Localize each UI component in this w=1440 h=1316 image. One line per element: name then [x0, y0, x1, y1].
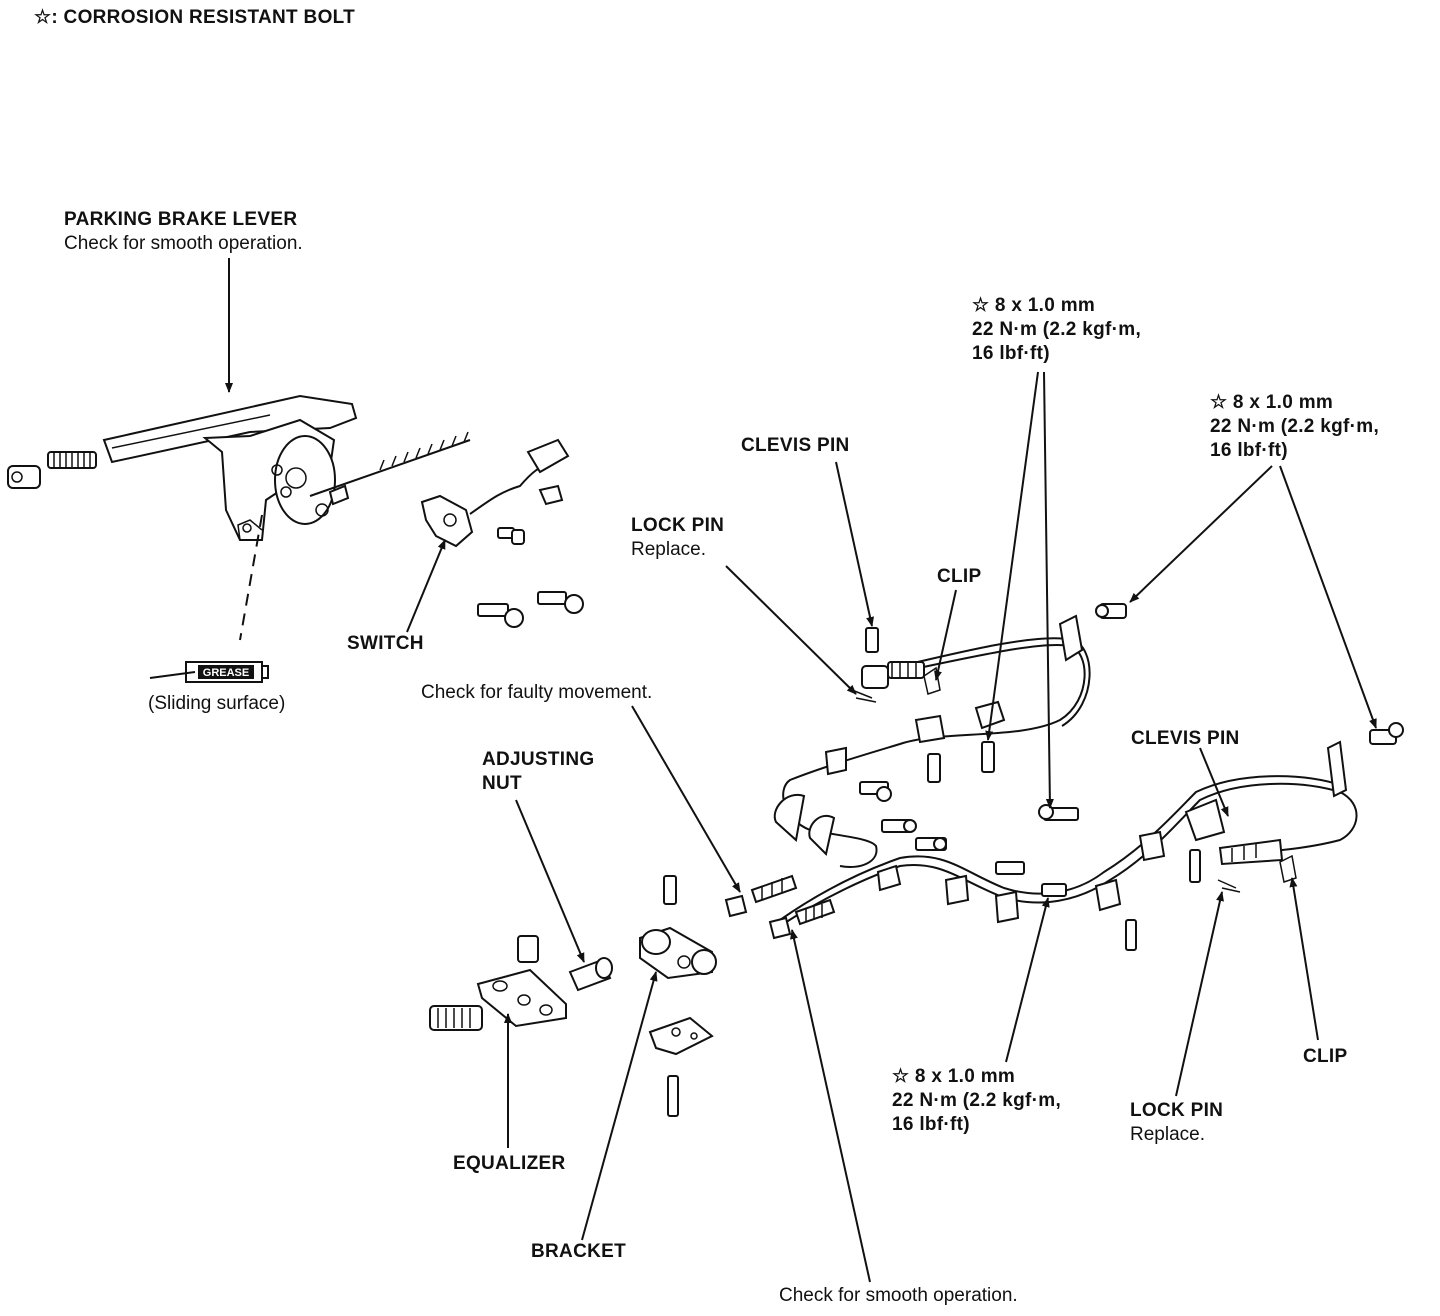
torque-value: 22 N·m (2.2 kgf·m, [892, 1090, 1062, 1111]
grease-text: GREASE [203, 667, 249, 679]
bolt-icon [995, 861, 1025, 875]
torque-spec-top: ☆ 8 x 1.0 mm 22 N·m (2.2 kgf·m, 16 lbf·f… [972, 294, 1141, 366]
torque-value: 22 N·m (2.2 kgf·m, [1210, 416, 1380, 437]
parking-brake-lever-note: Check for smooth operation. [64, 233, 303, 254]
torque-spec-bottom: ☆ 8 x 1.0 mm 22 N·m (2.2 kgf·m, 16 lbf·f… [892, 1065, 1061, 1137]
lock-pin-top-title: LOCK PIN [631, 515, 725, 536]
clip-bottom-label: CLIP [1303, 1046, 1348, 1067]
bracket [639, 875, 717, 1117]
parking-brake-lever-label: PARKING BRAKE LEVER Check for smooth ope… [64, 208, 303, 256]
torque-value: 22 N·m (2.2 kgf·m, [972, 319, 1142, 340]
sliding-surface-label: (Sliding surface) [148, 693, 286, 714]
bolt-icon [1125, 919, 1137, 951]
clevis-pin-right-label: CLEVIS PIN [1131, 728, 1240, 749]
lock-pin-top-note: Replace. [631, 539, 706, 560]
parking-brake-cable-upper [773, 614, 1091, 868]
equalizer-label: EQUALIZER [453, 1153, 566, 1174]
torque-size: ☆ 8 x 1.0 mm [892, 1066, 1016, 1087]
bracket-label: BRACKET [531, 1241, 626, 1262]
bolt-icon [1095, 603, 1127, 619]
bolt-icon [915, 837, 947, 851]
lock-pin-bottom-note: Replace. [1130, 1124, 1205, 1145]
lock-pin-icon [851, 689, 877, 703]
parking-brake-switch [420, 438, 570, 548]
star-icon: ☆ [34, 7, 52, 28]
lock-pin-top-label: LOCK PIN Replace. [631, 514, 724, 562]
bolt-icon [477, 603, 524, 628]
adjusting-nut [568, 957, 613, 992]
legend: ☆: CORROSION RESISTANT BOLT [34, 6, 355, 30]
check-smooth-bottom-label: Check for smooth operation. [779, 1285, 1018, 1306]
bolt-icon [1041, 883, 1067, 897]
legend-text: : CORROSION RESISTANT BOLT [51, 7, 356, 28]
bolt-icon [881, 819, 917, 833]
parking-brake-cable-lower [724, 740, 1358, 940]
clevis-pin-top-label: CLEVIS PIN [741, 435, 850, 456]
torque-imperial: 16 lbf·ft) [892, 1114, 970, 1135]
parking-brake-lever-title: PARKING BRAKE LEVER [64, 209, 298, 230]
adjusting-nut-line2: NUT [482, 773, 522, 794]
grease-tube-icon: GREASE [149, 661, 269, 683]
torque-imperial: 16 lbf·ft) [1210, 440, 1288, 461]
torque-size: ☆ 8 x 1.0 mm [972, 295, 1096, 316]
switch-label: SWITCH [347, 633, 424, 654]
bolt-icon [1038, 804, 1079, 821]
adjusting-nut-line1: ADJUSTING [482, 749, 595, 770]
torque-imperial: 16 lbf·ft) [972, 343, 1050, 364]
lock-pin-bottom-title: LOCK PIN [1130, 1100, 1224, 1121]
equalizer [429, 935, 567, 1031]
torque-size: ☆ 8 x 1.0 mm [1210, 392, 1334, 413]
adjusting-nut-label: ADJUSTING NUT [482, 748, 595, 796]
check-faulty-label: Check for faulty movement. [421, 682, 653, 703]
bolt-icon [865, 627, 879, 653]
bolt-icon [537, 591, 584, 614]
lock-pin-bottom-label: LOCK PIN Replace. [1130, 1099, 1223, 1147]
clip-icon [923, 666, 941, 695]
bolt-icon [859, 781, 892, 802]
clip-top-label: CLIP [937, 566, 982, 587]
bolt-icon [927, 753, 941, 783]
bolt-icon [497, 527, 525, 545]
bolt-icon [1369, 722, 1404, 745]
bolt-icon [981, 741, 995, 773]
bolt-icon [1189, 849, 1201, 883]
lock-pin-icon [1217, 879, 1241, 893]
parking-brake-lever [7, 394, 471, 541]
torque-spec-right: ☆ 8 x 1.0 mm 22 N·m (2.2 kgf·m, 16 lbf·f… [1210, 391, 1379, 463]
